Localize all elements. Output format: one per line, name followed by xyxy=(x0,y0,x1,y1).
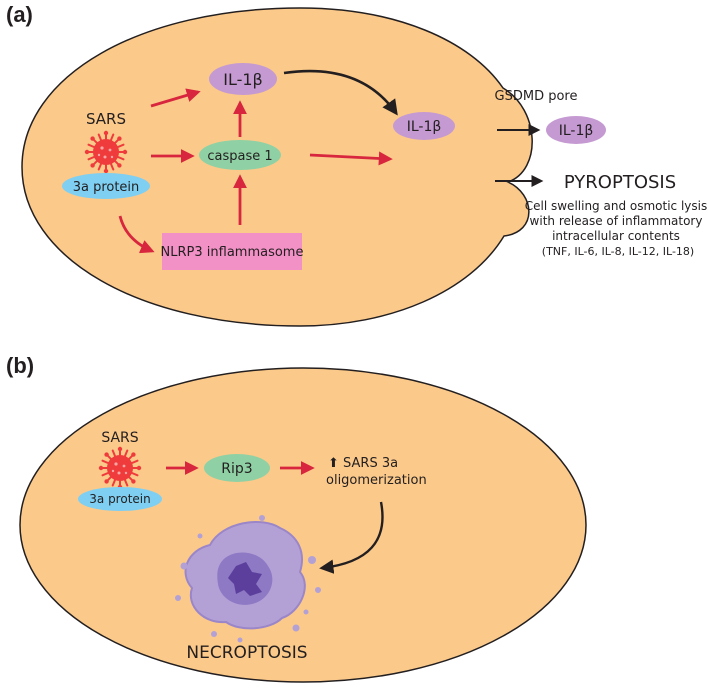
arrow-oligomerization-to-necroptosis xyxy=(319,501,384,574)
protein-3a-label-a: 3a protein xyxy=(73,180,140,195)
rip3-label: Rip3 xyxy=(221,461,252,477)
protein-3a-node-b xyxy=(78,487,162,511)
sars-virus-icon-b xyxy=(97,445,143,491)
il1b-node-released xyxy=(546,116,606,144)
arrow-il1b-to-pore xyxy=(283,69,398,116)
il1b-node-top xyxy=(209,63,277,95)
nlrp3-node xyxy=(162,233,302,270)
arrow-3a-to-nlrp3 xyxy=(118,215,155,254)
sars-label-b: SARS xyxy=(101,430,138,446)
nlrp3-label: NLRP3 inflammasome xyxy=(161,245,304,260)
il1b-label-pore: IL-1β xyxy=(407,119,442,135)
necroptotic-cell xyxy=(19,367,587,683)
il1b-label-released: IL-1β xyxy=(559,123,594,139)
il1b-label-top: IL-1β xyxy=(223,70,263,89)
pyroptosis-desc-line-4: (TNF, IL-6, IL-8, IL-12, IL-18) xyxy=(542,245,694,258)
sars-label-a: SARS xyxy=(86,110,126,128)
protein-3a-node-a xyxy=(62,173,150,199)
arrow-sars-to-il1b xyxy=(150,88,201,108)
protein-3a-label-b: 3a protein xyxy=(89,492,150,506)
panel-b-label: (b) xyxy=(6,353,34,378)
arrow-caspase1-to-pyroptosis xyxy=(309,151,393,166)
caspase1-node xyxy=(199,140,281,170)
pyroptosis-desc-line-1: Cell swelling and osmotic lysis xyxy=(525,199,707,213)
pyroptosis-desc-line-3: intracellular contents xyxy=(552,229,680,243)
oligomerization-line-1: ⬆ SARS 3a xyxy=(328,456,398,471)
panel-a-label: (a) xyxy=(6,2,33,27)
il1b-node-pore xyxy=(393,112,455,140)
pyroptosis-label: PYROPTOSIS xyxy=(564,172,676,193)
rip3-node xyxy=(204,454,270,482)
oligomerization-line-2: oligomerization xyxy=(326,473,427,488)
pyroptosis-desc-line-2: with release of inflammatory xyxy=(530,214,703,228)
caspase1-label: caspase 1 xyxy=(207,149,272,164)
necroptosis-label: NECROPTOSIS xyxy=(186,643,307,663)
sars-virus-icon-a xyxy=(83,129,129,175)
necroptotic-cell-icon xyxy=(175,515,321,643)
gsdmd-pore-label: GSDMD pore xyxy=(495,89,578,104)
pyroptotic-cell xyxy=(21,7,533,327)
